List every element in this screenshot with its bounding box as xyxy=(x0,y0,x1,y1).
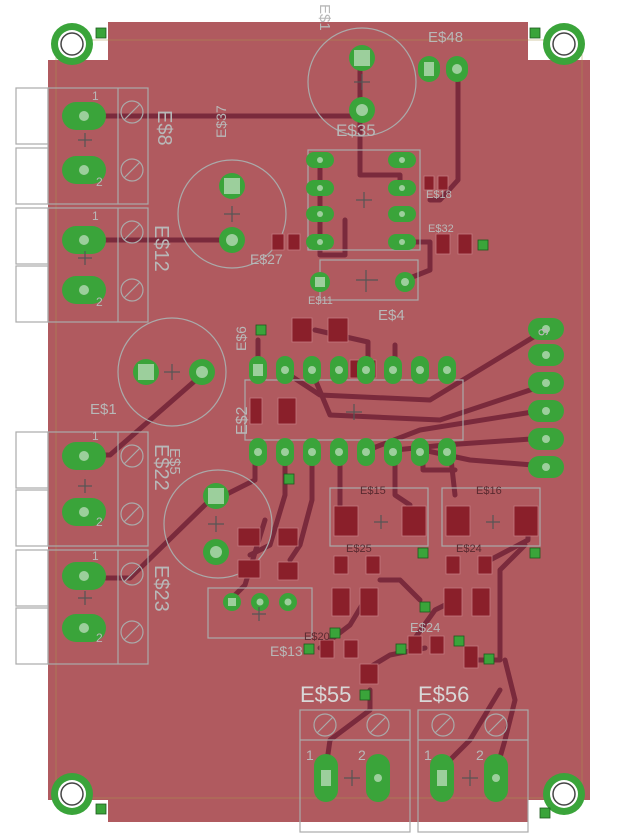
via-layer xyxy=(255,239,555,701)
label-e16: E$16 xyxy=(476,485,502,497)
label-e37: E$37 xyxy=(213,105,229,138)
pin2-b: 2 xyxy=(96,295,103,309)
label-e24: E$24 xyxy=(456,543,482,555)
label-e25: E$25 xyxy=(346,543,372,555)
label-e1-top: E$1 xyxy=(316,4,333,31)
pin2-e: 2 xyxy=(358,747,366,763)
label-e18: E$18 xyxy=(426,189,452,201)
pin2-f: 2 xyxy=(476,747,484,763)
th-pads xyxy=(62,45,564,802)
mounting-holes xyxy=(51,23,585,819)
label-e4: E$4 xyxy=(378,307,405,324)
label-e6: E$6 xyxy=(233,326,249,351)
label-pin9: 9 xyxy=(535,328,551,336)
pin2-a: 2 xyxy=(96,175,103,189)
label-e20: E$20 xyxy=(304,631,330,643)
pin1-e: 1 xyxy=(306,747,314,763)
silk-crosses xyxy=(78,74,500,786)
label-e24b: E$24 xyxy=(410,620,440,635)
label-e48: E$48 xyxy=(428,29,463,46)
label-e2: E$2 xyxy=(234,406,251,435)
label-e32: E$32 xyxy=(428,223,454,235)
pin2-c: 2 xyxy=(96,515,103,529)
board-outline xyxy=(48,22,590,822)
label-e15: E$15 xyxy=(360,485,386,497)
label-e27: E$27 xyxy=(250,251,283,267)
label-e22: E$22 xyxy=(150,444,172,491)
label-e8: E$8 xyxy=(153,110,175,146)
labels-layer: E$8 E$37 E$12 E$27 E$1 E$6 E$2 E$22 E$5 … xyxy=(90,4,551,763)
pin1-a: 1 xyxy=(92,89,99,103)
pin1-d: 1 xyxy=(92,549,99,563)
silkscreen-layer xyxy=(15,27,541,833)
label-e1: E$1 xyxy=(90,401,117,418)
label-e11: E$11 xyxy=(308,295,333,307)
label-e55: E$55 xyxy=(300,682,351,707)
pin1-b: 1 xyxy=(92,209,99,223)
label-e35: E$35 xyxy=(336,121,376,140)
label-e56: E$56 xyxy=(418,682,469,707)
pin2-d: 2 xyxy=(96,631,103,645)
pin1-f: 1 xyxy=(424,747,432,763)
pin1-c: 1 xyxy=(92,429,99,443)
label-e23: E$23 xyxy=(150,565,172,612)
label-e5: E$5 xyxy=(166,448,183,475)
label-e12: E$12 xyxy=(150,225,172,272)
label-e13: E$13 xyxy=(270,643,303,659)
smd-layer xyxy=(237,175,539,685)
